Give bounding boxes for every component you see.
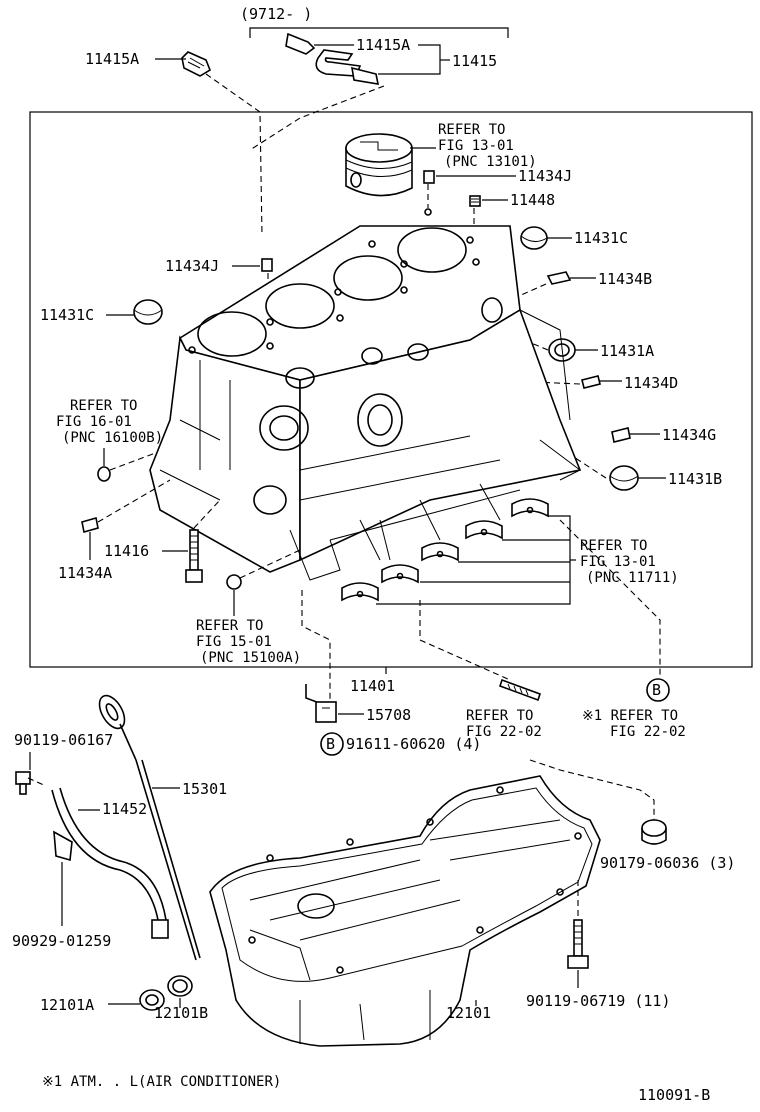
oil-pan-12101-icon: [209, 775, 601, 1047]
dowel-clip-11415-icon: [315, 49, 380, 85]
plug-11434J-left-icon: [261, 258, 273, 272]
bolt-11415A-upper-icon: [285, 32, 316, 55]
refer-16-line1: REFER TO: [70, 398, 137, 414]
label-90119-06167: 90119-06167: [14, 731, 113, 749]
label-15708: 15708: [366, 706, 411, 724]
dipstick-guide-11452-icon: [51, 787, 169, 939]
label-90179-06036: 90179-06036 (3): [600, 854, 735, 872]
plug-11434J-top-icon: [423, 170, 435, 184]
refer-piston-line2: FIG 13-01: [438, 138, 514, 154]
label-11431C-left: 11431C: [40, 306, 94, 324]
pin-11434D-icon: [581, 375, 601, 389]
bolt-90119-06719-icon: [567, 919, 589, 969]
refer-22a-line2: FIG 22-02: [466, 724, 542, 740]
plug-11431C-left-icon: [133, 299, 163, 325]
note-b-line2: FIG 22-02: [610, 724, 686, 740]
pin-11434B-icon: [546, 271, 572, 285]
footnote-ac: ※1 ATM. . L(AIR CONDITIONER): [42, 1074, 281, 1090]
label-11415A-right: 11415A: [356, 36, 410, 54]
block-assembly-frame: [29, 111, 753, 668]
washer-90179-06036-icon: [641, 819, 667, 845]
stud-11416-icon: [185, 529, 203, 583]
callout-b-right-letter: B: [652, 681, 661, 699]
refer-bearing-line2: FIG 13-01: [580, 554, 656, 570]
cylinder-block-11401-icon: [149, 208, 582, 581]
callout-b-circle-right: [646, 678, 670, 702]
refer-16-line2: FIG 16-01: [56, 414, 132, 430]
gasket-12101B-icon: [167, 975, 193, 997]
label-11452: 11452: [102, 800, 147, 818]
refer-15-line1: REFER TO: [196, 618, 263, 634]
note-b-line1: ※1 REFER TO: [582, 708, 678, 724]
piston-icon: [345, 133, 413, 197]
refer-piston-line3: (PNC 13101): [444, 154, 537, 170]
drain-plug-12101A-icon: [139, 989, 165, 1011]
label-91611-60620: 91611-60620 (4): [346, 735, 481, 753]
label-11434J-left: 11434J: [165, 257, 219, 275]
refer-15-line3: (PNC 15100A): [200, 650, 301, 666]
plug-11448-icon: [469, 195, 481, 207]
label-15301: 15301: [182, 780, 227, 798]
clip-15708-icon: [305, 684, 337, 723]
label-11448: 11448: [510, 191, 555, 209]
pin-11434A-icon: [81, 516, 99, 534]
label-11434D: 11434D: [624, 374, 678, 392]
label-11431B: 11431B: [668, 470, 722, 488]
label-11431C-right: 11431C: [574, 229, 628, 247]
plug-11431B-icon: [609, 465, 639, 491]
callout-b-circle-left: [320, 732, 344, 756]
date-range-label: (9712- ): [240, 5, 312, 23]
crankshaft-bearing-set-icon: [341, 498, 549, 602]
label-90929-01259: 90929-01259: [12, 932, 111, 950]
refer-bearing-line3: (PNC 11711): [586, 570, 679, 586]
diagram-code: 110091-B: [638, 1086, 710, 1104]
plug-11431C-right-icon: [520, 226, 548, 250]
label-11415A-left: 11415A: [85, 50, 139, 68]
bolt-90119-06167-icon: [15, 771, 31, 795]
seal-16100B-icon: [97, 466, 111, 482]
label-12101B: 12101B: [154, 1004, 208, 1022]
refer-piston-line1: REFER TO: [438, 122, 505, 138]
label-90119-06719: 90119-06719 (11): [526, 992, 671, 1010]
label-11434A: 11434A: [58, 564, 112, 582]
refer-16-line3: (PNC 16100B): [62, 430, 163, 446]
callout-b-left-letter: B: [326, 735, 335, 753]
label-12101A: 12101A: [40, 996, 94, 1014]
label-11434G: 11434G: [662, 426, 716, 444]
label-11401: 11401: [350, 677, 395, 695]
label-11415: 11415: [452, 52, 497, 70]
bolt-22-02-icon: [498, 678, 542, 702]
date-range-bracket: [249, 27, 509, 38]
refer-15-line2: FIG 15-01: [196, 634, 272, 650]
pin-11434G-icon: [611, 427, 631, 443]
refer-22a-line1: REFER TO: [466, 708, 533, 724]
label-11416: 11416: [104, 542, 149, 560]
label-11434B: 11434B: [598, 270, 652, 288]
bolt-11415A-left-icon: [181, 51, 211, 77]
label-11431A: 11431A: [600, 342, 654, 360]
plug-15100A-icon: [226, 574, 242, 590]
label-12101: 12101: [446, 1004, 491, 1022]
refer-bearing-line1: REFER TO: [580, 538, 647, 554]
label-11434J-top: 11434J: [518, 167, 572, 185]
dipstick-15301-icon: [98, 694, 201, 961]
